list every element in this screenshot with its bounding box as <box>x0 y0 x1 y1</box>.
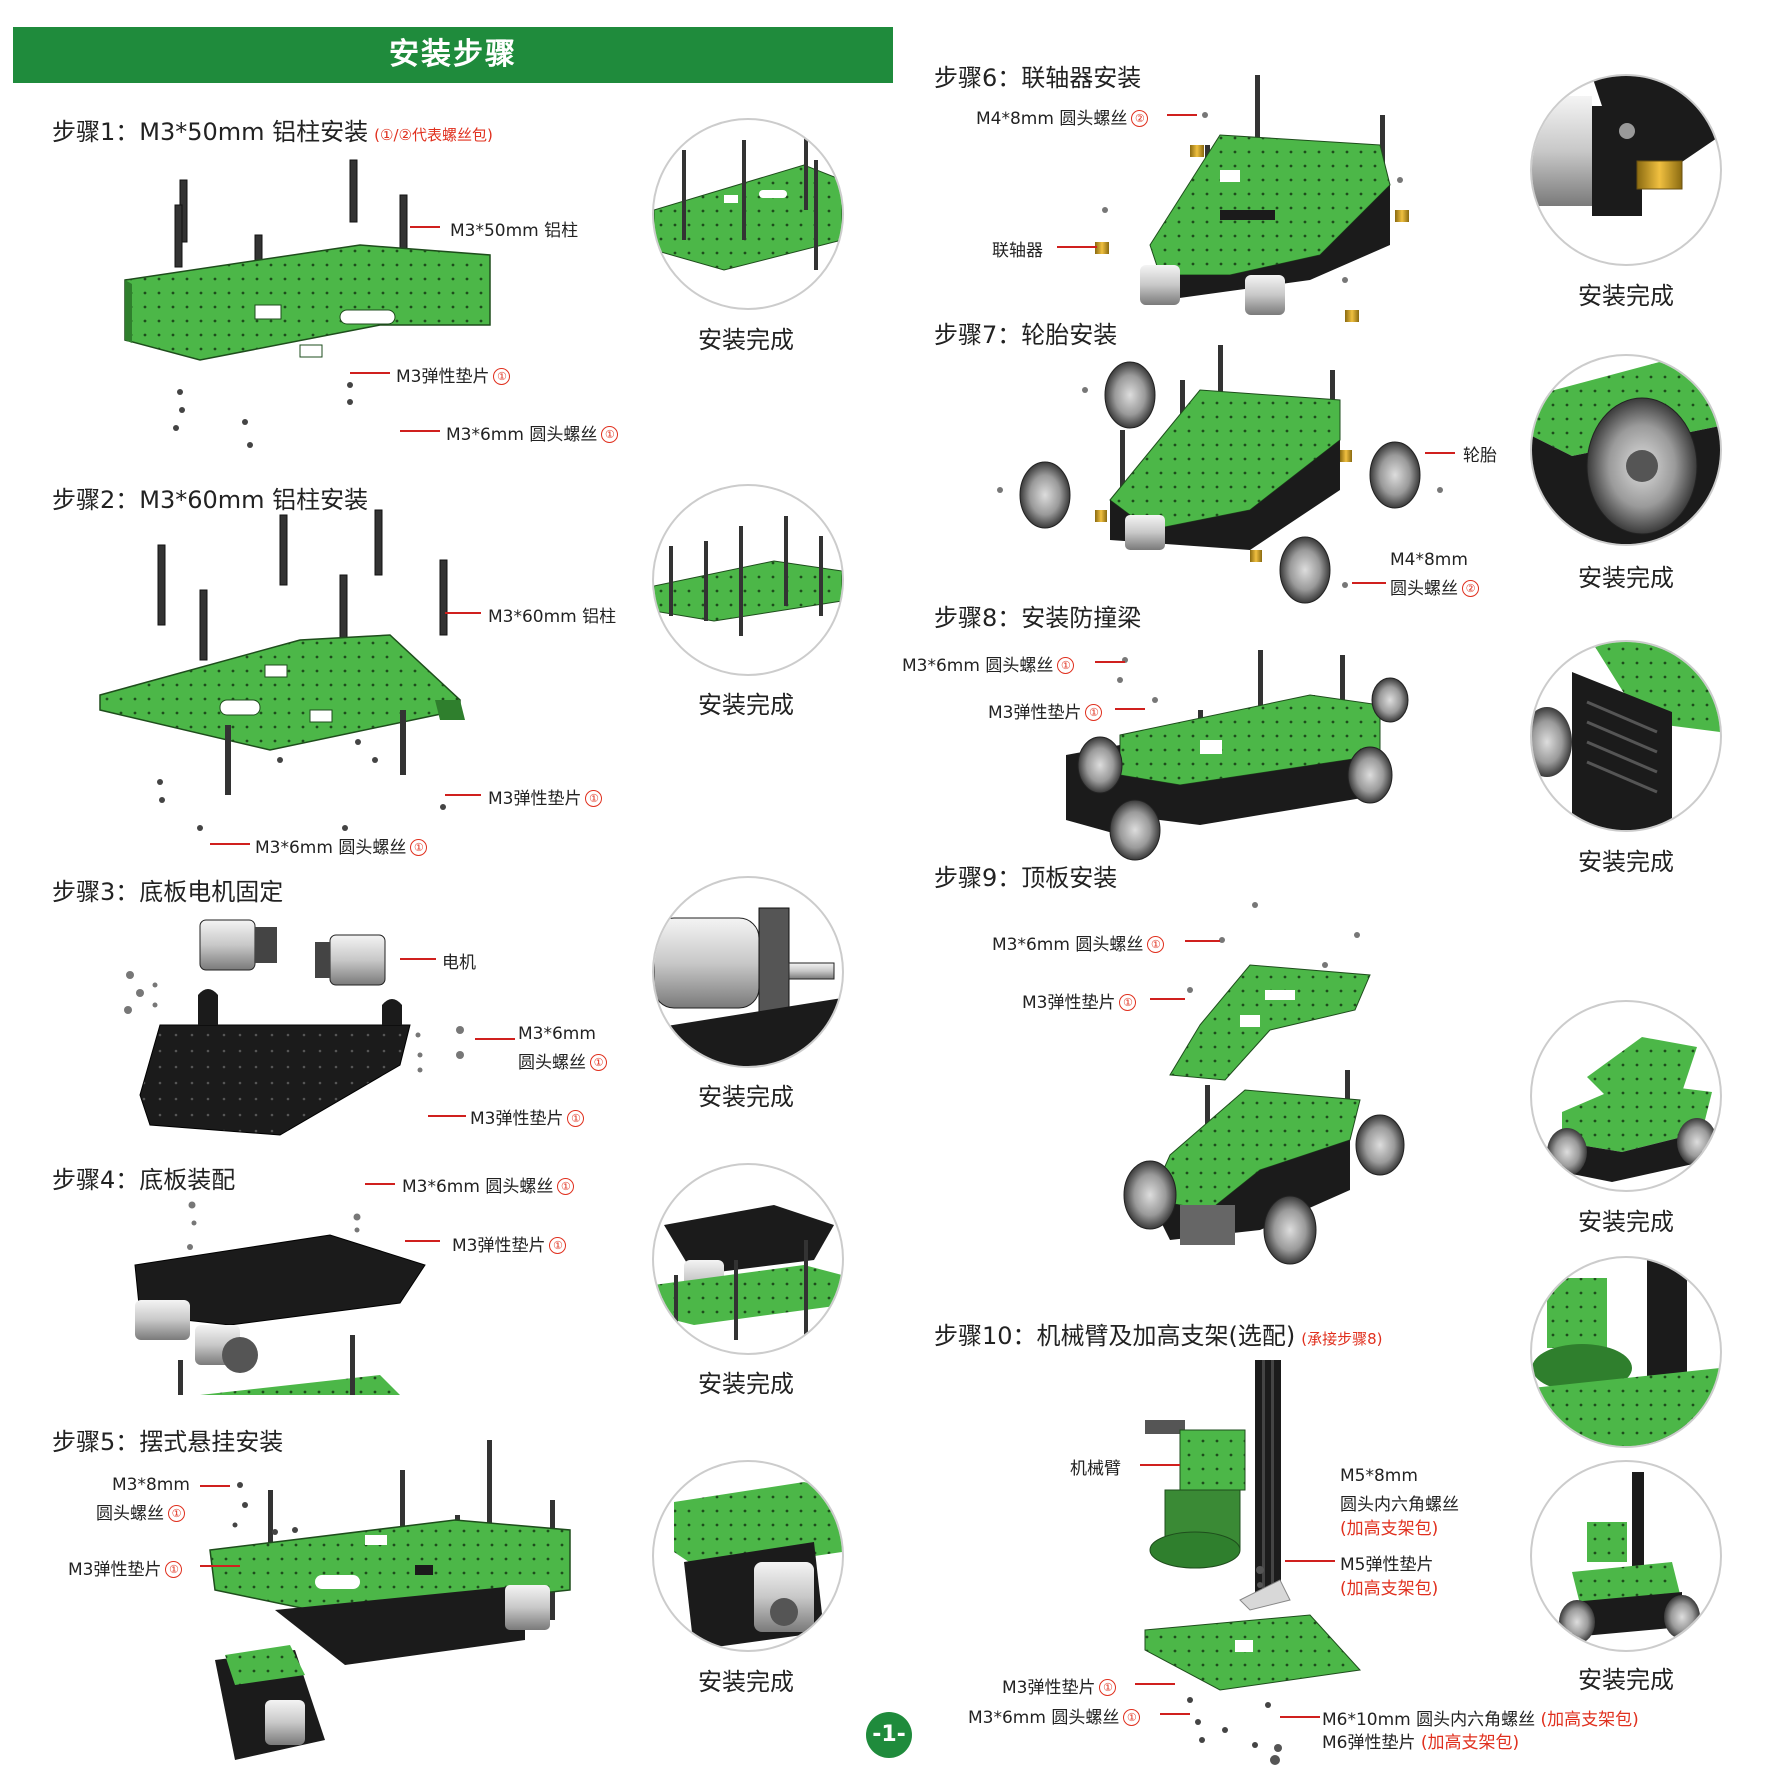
step8-diagram <box>1066 650 1409 861</box>
step3-diagram <box>124 919 464 1136</box>
step5-done-circle <box>652 1460 844 1652</box>
step7-diagram <box>997 345 1443 604</box>
step10-title: 步骤10：机械臂及加高支架(选配)(承接步骤8) <box>934 1322 1383 1350</box>
step10-done-circle-b <box>1530 1460 1722 1652</box>
step7-label-screw-a: M4*8mm <box>1390 550 1468 570</box>
step6-title: 步骤6：联轴器安装 <box>934 64 1142 92</box>
step7-done-circle <box>1530 354 1722 546</box>
step1-diagram <box>124 159 491 448</box>
step8-title: 步骤8：安装防撞梁 <box>934 604 1142 632</box>
step1-note: (①/②代表螺丝包) <box>374 126 493 144</box>
step10-diagram <box>1144 1360 1362 1765</box>
step9-done-label: 安装完成 <box>1578 1208 1674 1236</box>
step2-done-circle <box>652 484 844 676</box>
step4-done-circle <box>652 1163 844 1355</box>
step8-done-circle <box>1530 640 1722 832</box>
step5-diagram <box>209 1440 571 1760</box>
step7-title: 步骤7：轮胎安装 <box>934 321 1118 349</box>
step10-label-m6-washer: M6弹性垫片 (加高支架包) <box>1322 1733 1520 1753</box>
step10-label-m5-a: M5*8mm <box>1340 1466 1418 1486</box>
step5-label-screw-a: M3*8mm <box>112 1475 190 1495</box>
step10-done-label: 安装完成 <box>1578 1666 1674 1694</box>
step6-diagram <box>1095 75 1409 322</box>
step10-done-circle-a <box>1530 1256 1722 1448</box>
step7-label-tire: 轮胎 <box>1463 446 1497 466</box>
step10-label-m5-b: 圆头内六角螺丝 <box>1340 1495 1459 1515</box>
step10-label-m5-washer: M5弹性垫片 <box>1340 1555 1434 1575</box>
step3-title: 步骤3：底板电机固定 <box>52 878 284 906</box>
step1-label-pillar: M3*50mm 铝柱 <box>450 221 579 241</box>
page-number: -1- <box>866 1712 912 1758</box>
step8-done-label: 安装完成 <box>1578 848 1674 876</box>
step4-done-label: 安装完成 <box>698 1370 794 1398</box>
step9-diagram <box>1123 902 1405 1265</box>
step9-title: 步骤9：顶板安装 <box>934 864 1118 892</box>
step4-diagram <box>134 1201 426 1395</box>
step4-title: 步骤4：底板装配 <box>52 1166 236 1194</box>
step10-label-arm: 机械臂 <box>1070 1459 1121 1479</box>
step3-done-circle <box>652 876 844 1068</box>
step7-done-label: 安装完成 <box>1578 564 1674 592</box>
step10-label-m5-washer-pkg: (加高支架包) <box>1340 1579 1439 1599</box>
step10-note: (承接步骤8) <box>1301 1330 1383 1348</box>
step5-title: 步骤5：摆式悬挂安装 <box>52 1428 284 1456</box>
step10-label-m5-pkg: (加高支架包) <box>1340 1519 1439 1539</box>
page-title: 安装步骤 <box>13 27 893 83</box>
step5-done-label: 安装完成 <box>698 1668 794 1696</box>
step2-diagram <box>99 509 465 831</box>
step3-label-screw-a: M3*6mm <box>518 1024 596 1044</box>
step2-done-label: 安装完成 <box>698 691 794 719</box>
step1-done-circle <box>652 118 844 310</box>
step1-title: 步骤1：M3*50mm 铝柱安装(①/②代表螺丝包) <box>52 118 493 146</box>
step6-done-circle <box>1530 74 1722 266</box>
step3-label-motor: 电机 <box>442 953 476 973</box>
step1-done-label: 安装完成 <box>698 326 794 354</box>
step3-done-label: 安装完成 <box>698 1083 794 1111</box>
step6-done-label: 安装完成 <box>1578 282 1674 310</box>
step2-label-pillar: M3*60mm 铝柱 <box>488 607 617 627</box>
step2-title: 步骤2：M3*60mm 铝柱安装 <box>52 486 369 514</box>
step10-label-m6-screw: M6*10mm 圆头内六角螺丝 (加高支架包) <box>1322 1710 1639 1730</box>
step9-done-circle <box>1530 1000 1722 1192</box>
step6-label-coupler: 联轴器 <box>992 241 1043 261</box>
